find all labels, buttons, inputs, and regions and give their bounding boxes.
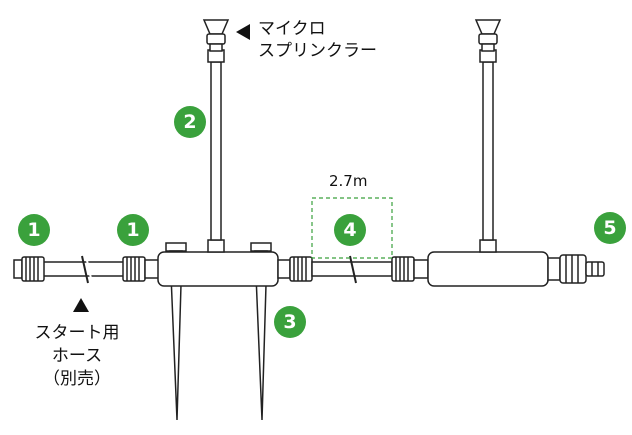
ground-stake-right [250,242,272,421]
start-hose-label-line3: （別売） [43,369,111,389]
sprinkler-connector-right [427,239,549,287]
sprinkler-riser-right [479,49,497,241]
start-hose-label-line2: ホース [51,346,103,366]
micro-sprinkler-head-right [474,19,502,52]
start-hose-segment [33,255,125,284]
sprinkler-connector-left [157,239,291,287]
hose-fitting-left [13,256,45,282]
callout-4: 4 [334,214,366,246]
callout-1-right: 1 [117,214,149,246]
callout-3: 3 [274,306,306,338]
sprinkler-riser-left [207,49,225,241]
ground-stake-left [165,242,187,421]
pointer-arrow-left-icon [236,24,250,40]
callout-2: 2 [174,106,206,138]
micro-sprinkler-label-line1: マイクロ [258,19,326,39]
start-hose-label-line1: スタート用 [34,323,120,343]
micro-sprinkler-head-left [202,19,230,52]
micro-sprinkler-label-line2: スプリンクラー [258,41,377,61]
hose-fitting-center [289,256,313,282]
callout-5: 5 [594,212,626,244]
pointer-arrow-up-icon [73,298,89,312]
extension-hose [311,255,393,284]
start-hose-label: スタート用 ホース （別売） [22,322,132,391]
hose-fitting-center-right [391,256,429,282]
micro-sprinkler-label: マイクロ スプリンクラー [258,18,377,62]
callout-1-left: 1 [18,214,50,246]
end-cap [547,254,605,284]
dimension-label: 2.7m [329,172,368,190]
hose-fitting-center-left [122,256,160,282]
